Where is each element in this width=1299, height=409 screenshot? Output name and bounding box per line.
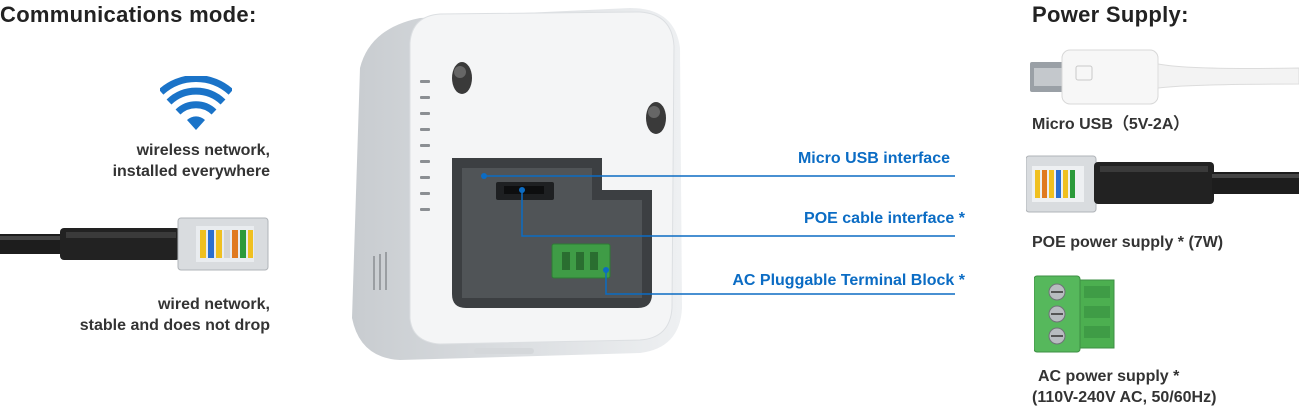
- micro-usb-cable: [1030, 49, 1299, 105]
- wired-caption: wired network, stable and does not drop: [20, 294, 270, 336]
- wired-line1: wired network,: [157, 296, 270, 313]
- communications-heading: Communications mode:: [0, 2, 257, 27]
- power-supply-heading: Power Supply:: [1032, 2, 1189, 27]
- ac-caption-line1: AC power supply *: [1038, 368, 1180, 385]
- poe-caption: POE power supply * (7W): [1032, 234, 1224, 251]
- callout-micro-usb: Micro USB interface: [797, 150, 950, 167]
- ac-caption-line2: (110V-240V AC, 50/60Hz): [1032, 389, 1217, 406]
- wireless-line1: wireless network,: [136, 142, 270, 159]
- ethernet-cable: [0, 217, 269, 271]
- micro-usb-caption: Micro USB（5V-2A）: [1032, 116, 1190, 133]
- callout-ac-terminal: AC Pluggable Terminal Block *: [732, 272, 965, 289]
- wired-line2: stable and does not drop: [79, 317, 270, 334]
- ac-caption: AC power supply * (110V-240V AC, 50/60Hz…: [1032, 366, 1216, 408]
- wifi-icon: [160, 76, 232, 130]
- poe-cable: [1026, 155, 1299, 213]
- terminal-block: [1034, 275, 1115, 353]
- wireless-caption: wireless network, installed everywhere: [40, 140, 270, 182]
- callout-poe: POE cable interface *: [804, 210, 965, 227]
- wireless-line2: installed everywhere: [112, 163, 270, 180]
